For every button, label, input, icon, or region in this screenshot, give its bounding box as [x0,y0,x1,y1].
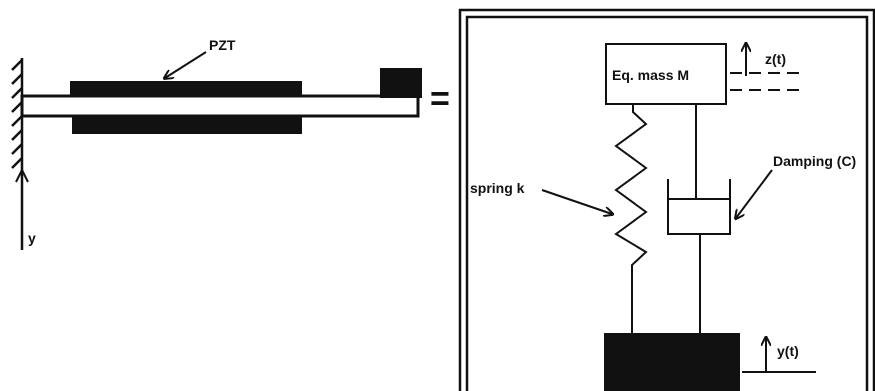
pzt-pointer-arrow-icon [165,51,207,78]
base-excitation-arrow-icon [15,167,29,183]
z-displacement-indicator [730,44,804,91]
equivalent-model-panel: Eq. mass M z(t) spring k Damping (C) y(t… [458,8,875,391]
fixed-wall [11,58,24,250]
cantilever-beam [20,94,420,118]
pzt-layer-top [70,81,302,96]
tip-mass [380,68,422,98]
y-displacement-indicator [742,338,816,373]
base-block [604,333,740,391]
damping-pointer-arrow-icon [736,169,773,218]
equivalent-mass-block [605,43,727,105]
pzt-layer-bottom [72,117,302,134]
z-t-label: z(t) [765,51,786,67]
spring-label: spring k [470,180,525,196]
model-frame-inner [465,15,869,391]
y-t-label: y(t) [777,343,799,359]
y-axis-label: y [28,230,36,246]
damper-element [667,104,731,333]
spring-element [614,104,648,333]
pzt-label: PZT [209,37,236,53]
equivalent-mass-label: Eq. mass M [612,67,689,83]
damping-label: Damping (C) [773,153,856,169]
spring-pointer-arrow-icon [541,189,612,214]
model-frame-outer [458,8,875,391]
cantilever-system: y PZT [11,37,422,250]
equivalence-sign: = [430,80,450,118]
